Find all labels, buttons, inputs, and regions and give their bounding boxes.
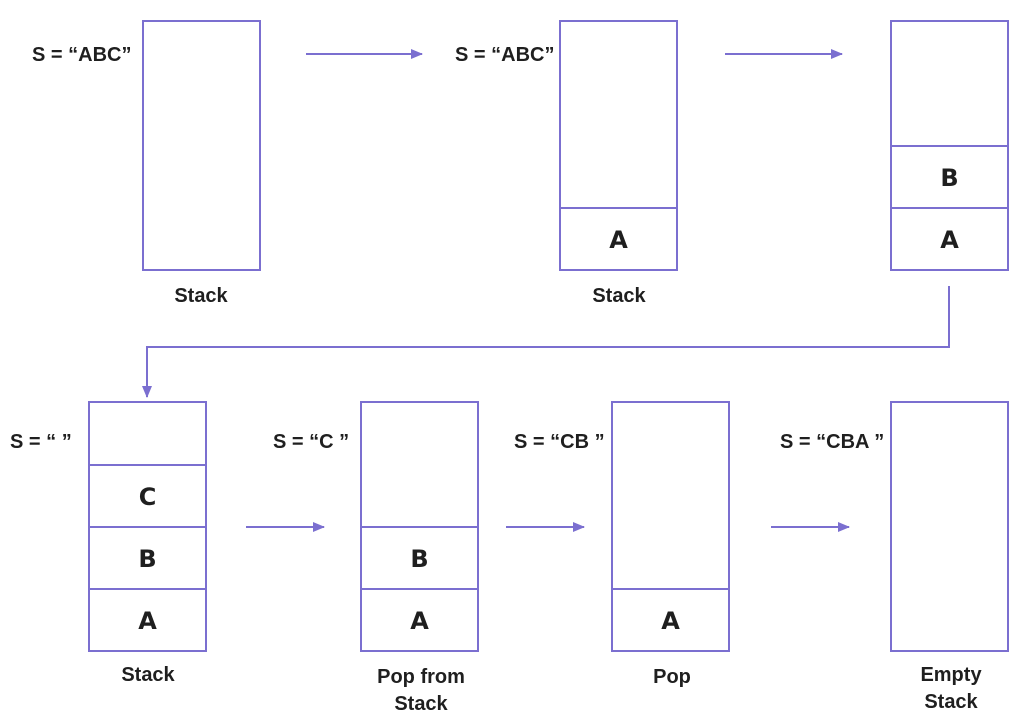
stack-stage-6: A S = “CB ” Pop	[514, 401, 730, 688]
stack-stage-1: S = “ABC” Stack	[32, 20, 261, 307]
string-label: S = “C ”	[273, 431, 349, 453]
stack-box	[611, 401, 730, 652]
stack-caption: Pop	[653, 666, 691, 688]
stack-stage-2: A S = “ABC” Stack	[455, 20, 678, 307]
stack-cell-c: C	[139, 483, 157, 511]
string-label: S = “ABC”	[455, 44, 554, 66]
stack-cell-a: A	[940, 226, 959, 254]
string-label: S = “CBA ”	[780, 431, 884, 453]
stack-caption: Stack	[394, 693, 448, 715]
stack-cell-b: B	[940, 164, 958, 192]
stack-caption: Stack	[121, 664, 175, 686]
string-label: S = “CB ”	[514, 431, 605, 453]
stack-cell-a: A	[138, 607, 157, 635]
string-label: S = “ABC”	[32, 44, 131, 66]
stack-caption: Pop from	[377, 666, 465, 688]
stack-stage-3: AB	[890, 20, 1009, 271]
stack-cell-a: A	[609, 226, 628, 254]
stack-cell-a: A	[661, 607, 680, 635]
stack-caption: Stack	[924, 691, 978, 713]
arrow-stage3-to-stage4	[142, 286, 950, 398]
stack-box	[559, 20, 678, 271]
stack-box	[890, 401, 1009, 652]
stack-cell-b: B	[410, 545, 428, 573]
stack-box	[142, 20, 261, 271]
stack-caption: Stack	[174, 285, 228, 307]
stack-caption: Stack	[592, 285, 646, 307]
string-label: S = “ ”	[10, 431, 72, 453]
stack-caption: Empty	[920, 664, 982, 686]
stack-cell-a: A	[410, 607, 429, 635]
stack-stage-4: A B C S = “ ” Stack	[10, 401, 207, 686]
stack-cell-b: B	[138, 545, 156, 573]
